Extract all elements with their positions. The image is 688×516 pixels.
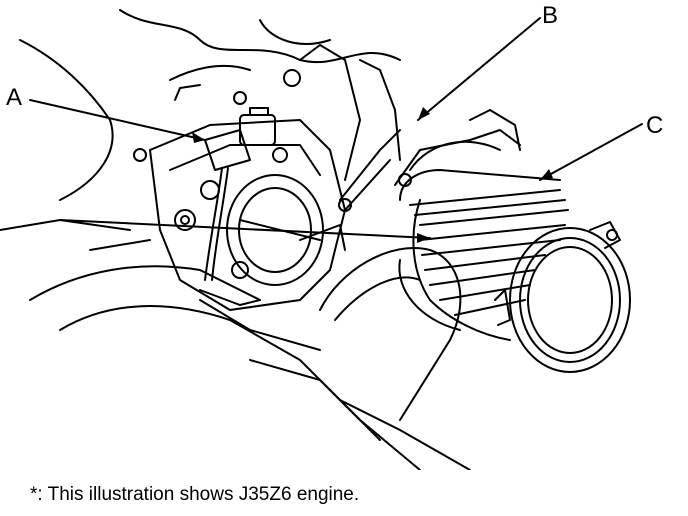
throttle-body <box>133 69 346 311</box>
leader-lines <box>29 17 643 239</box>
leader-arrow-c <box>540 169 553 180</box>
leader-arrow-star <box>417 233 430 243</box>
engine-bay-outline <box>0 9 471 470</box>
sensor-connector <box>204 107 276 281</box>
callout-label-a: A <box>6 84 23 111</box>
intake-duct <box>299 44 462 421</box>
callout-label-b: B <box>542 2 559 29</box>
leader-arrow-a <box>192 132 205 143</box>
leader-arrow-b <box>418 107 430 120</box>
engine-throttle-body-illustration <box>0 9 643 470</box>
air-intake-hose <box>394 109 631 373</box>
callout-label-c: C <box>646 112 664 139</box>
illustration-caption: *: This illustration shows J35Z6 engine. <box>30 484 360 505</box>
